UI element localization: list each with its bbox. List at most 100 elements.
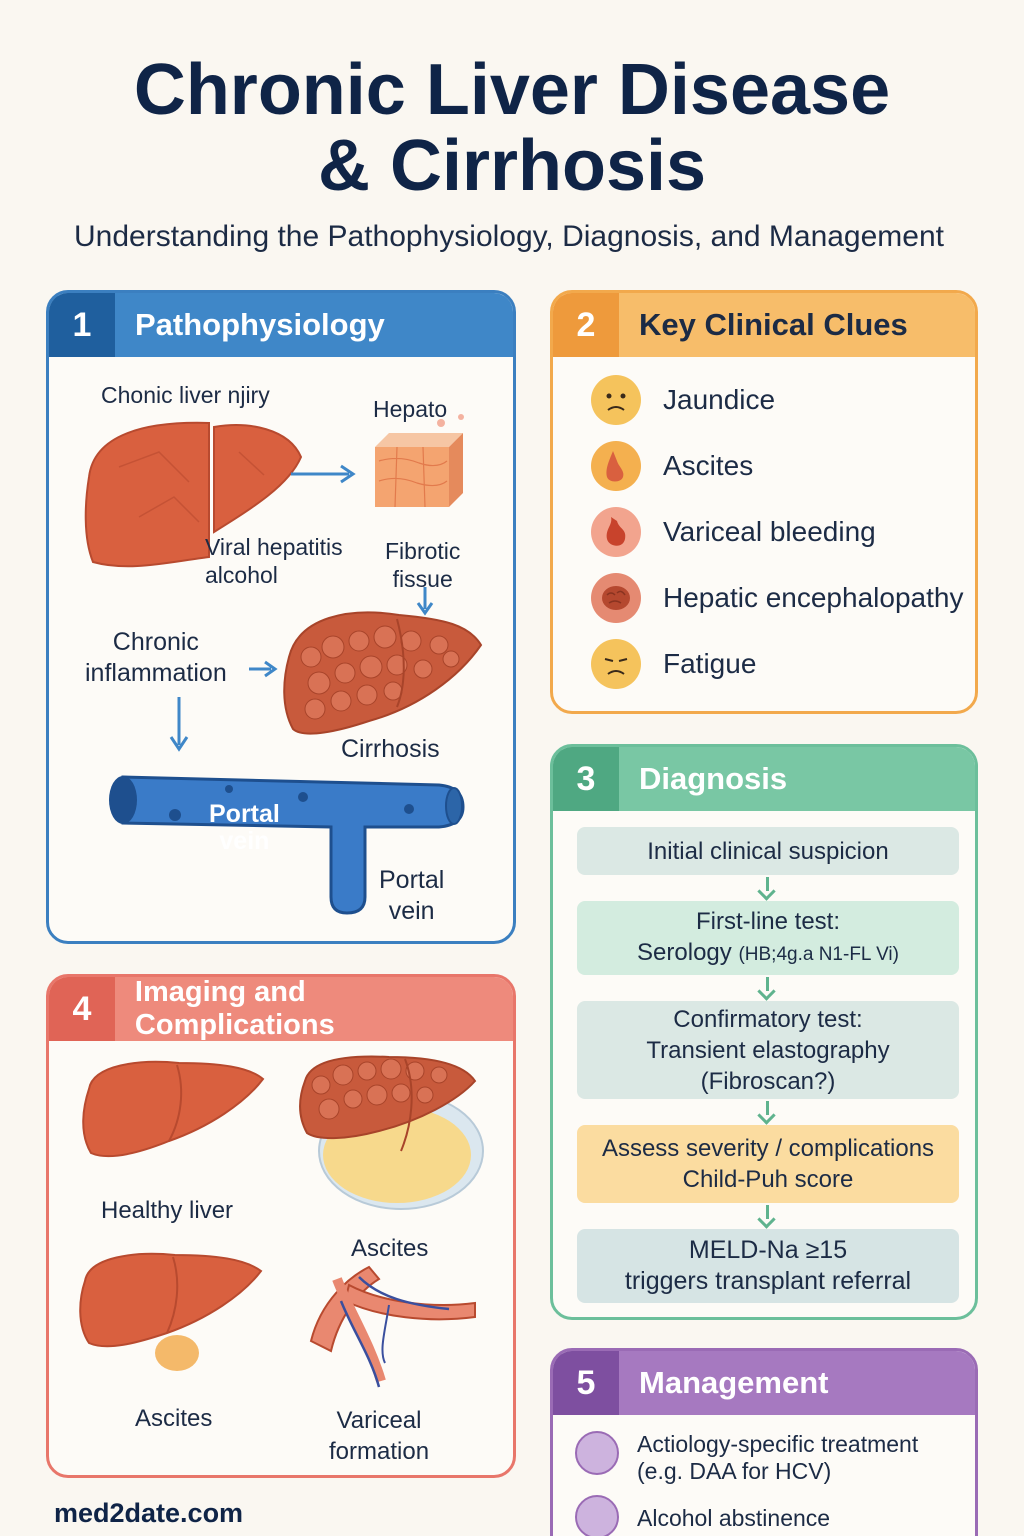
- step-line: Serology (HB;4g.a N1-FL Vi): [577, 937, 959, 970]
- label-cirrhosis: Cirrhosis: [341, 735, 440, 763]
- management-line: Alcohol abstinence: [637, 1505, 831, 1531]
- step-line: (Fibroscan?): [700, 1067, 836, 1095]
- label-causes: Viral hepatitis alcohol: [205, 533, 343, 589]
- section-number: 2: [553, 293, 619, 357]
- clue-item: Variceal bleeding: [591, 505, 876, 559]
- label-portal-vein-inner: Portal vein: [209, 801, 280, 855]
- section-title: Imaging and Complications: [134, 976, 335, 1041]
- ascites-liver-illustration: [299, 1055, 484, 1210]
- section-title: Diagnosis: [639, 761, 788, 796]
- site-footer[interactable]: med2date.com: [54, 1498, 244, 1528]
- label-variceal-2: formation: [329, 1438, 430, 1465]
- step-line: Transient elastography: [646, 1036, 890, 1064]
- section-number: 1: [49, 293, 115, 357]
- management-item: Actiology-specific treatment (e.g. DAA f…: [575, 1431, 918, 1485]
- management-header: 5 Management: [553, 1351, 975, 1415]
- page-title: Chronic Liver Disease & Cirrhosis: [0, 52, 1024, 204]
- label-fibrotic-1: Fibrotic: [385, 538, 461, 564]
- pathophysiology-illustration: [84, 414, 483, 915]
- label-variceal-1: Variceal: [336, 1407, 422, 1434]
- management-line: (e.g. DAA for HCV): [637, 1458, 832, 1484]
- label-inflammation-1: Chronic: [112, 628, 199, 656]
- clue-label: Ascites: [663, 450, 754, 481]
- section-title: Management: [639, 1365, 829, 1400]
- section-number: 3: [553, 747, 619, 811]
- tired-face-icon: [591, 639, 641, 689]
- label-fibrotic: Fibrotic fissue: [385, 537, 460, 593]
- label-portal-outer-2: vein: [388, 897, 435, 925]
- arrow-down-icon: [760, 1205, 774, 1227]
- pathophysiology-panel: 1 Pathophysiology: [46, 290, 516, 944]
- diagnosis-panel: 3 Diagnosis Initial clinical suspicion F…: [550, 744, 978, 1320]
- label-variceal: Variceal formation: [329, 1405, 429, 1467]
- sad-face-icon: [591, 375, 641, 425]
- clue-label: Jaundice: [663, 384, 776, 415]
- clue-item: Fatigue: [591, 637, 756, 691]
- diagnosis-step: MELD-Na ≥15 triggers transplant referral: [577, 1229, 959, 1303]
- diagnosis-step: First-line test: Serology (HB;4g.a N1-FL…: [577, 901, 959, 975]
- management-line: Actiology-specific treatment: [637, 1431, 919, 1457]
- step-line: MELD-Na ≥15: [688, 1236, 848, 1264]
- label-portal-vein-outer: Portal vein: [379, 865, 444, 927]
- diagnosis-step: Confirmatory test: Transient elastograph…: [577, 1001, 959, 1099]
- label-fibrotic-2: fissue: [392, 566, 453, 592]
- cirrhotic-liver-illustration: [283, 611, 483, 735]
- label-ascites-bottom: Ascites: [135, 1405, 213, 1432]
- step-line-detail: (HB;4g.a N1-FL Vi): [738, 944, 899, 965]
- section-title: Pathophysiology: [135, 307, 385, 342]
- liver-illustration: [84, 421, 303, 568]
- step-line: Child-Puh score: [682, 1166, 854, 1193]
- label-inflammation-2: inflammation: [85, 659, 227, 687]
- title-line-1: Chronic Liver Disease: [133, 50, 891, 130]
- section-number: 4: [49, 977, 115, 1041]
- section-number: 5: [553, 1351, 619, 1415]
- clue-label: Fatigue: [663, 648, 757, 679]
- clue-label: Variceal bleeding: [663, 516, 876, 547]
- step-line-main: Serology: [637, 939, 732, 966]
- label-portal-inner-1: Portal: [209, 800, 280, 828]
- step-line: Assess severity / complications: [601, 1135, 935, 1162]
- label-ascites-top: Ascites: [351, 1235, 429, 1262]
- label-alcohol: alcohol: [205, 562, 278, 588]
- diagnosis-step: Assess severity / complications Child-Pu…: [577, 1125, 959, 1203]
- clinical-clues-header: 2 Key Clinical Clues: [553, 293, 975, 357]
- variceal-vessel-illustration: [309, 1265, 476, 1388]
- brain-icon: [591, 573, 641, 623]
- step-line: Confirmatory test:: [673, 1005, 863, 1033]
- label-hepato: Hepato: [373, 396, 448, 422]
- arrow-down-icon: [416, 587, 434, 616]
- title-line-2: & Cirrhosis: [317, 126, 707, 206]
- step-line: First-line test:: [695, 908, 841, 935]
- imaging-panel: 4 Imaging and Complications: [46, 974, 516, 1478]
- management-text: Actiology-specific treatment (e.g. DAA f…: [637, 1431, 918, 1485]
- management-text: Alcohol abstinence: [637, 1495, 830, 1532]
- label-viral-hepatitis: Viral hepatitis: [205, 534, 343, 560]
- arrow-right-icon: [249, 660, 278, 678]
- arrow-down-icon: [760, 977, 774, 999]
- clue-label: Hepatic encephalopathy: [663, 582, 964, 613]
- section-title: Key Clinical Clues: [639, 307, 908, 342]
- step-line: Initial clinical suspicion: [647, 837, 889, 865]
- label-chronic-inflammation: Chronic inflammation: [85, 627, 227, 689]
- management-item: Alcohol abstinence: [575, 1495, 830, 1536]
- arrow-down-icon: [760, 877, 774, 899]
- portal-vein-illustration: [109, 775, 465, 915]
- arrow-down-icon: [169, 697, 189, 752]
- imaging-header: 4 Imaging and Complications: [49, 977, 513, 1041]
- label-chronic-injury: Chonic liver njiry: [101, 382, 270, 408]
- clue-item: Hepatic encephalopathy: [591, 571, 963, 625]
- label-portal-inner-2: vein: [219, 827, 270, 855]
- label-portal-outer-1: Portal: [379, 866, 445, 894]
- diagnosis-step: Initial clinical suspicion: [577, 827, 959, 875]
- pill-icon: [575, 1431, 619, 1475]
- clue-item: Ascites: [591, 439, 753, 493]
- ascites-liver-small-illustration: [79, 1252, 263, 1371]
- healthy-liver-illustration: [82, 1060, 265, 1158]
- stomach-icon: [591, 507, 641, 557]
- arrow-right-icon: [291, 464, 356, 484]
- management-panel: 5 Management Actiology-specific treatmen…: [550, 1348, 978, 1536]
- imaging-illustration: [79, 1055, 484, 1388]
- diagnosis-header: 3 Diagnosis: [553, 747, 975, 811]
- pathophysiology-header: 1 Pathophysiology: [49, 293, 513, 357]
- arrow-down-icon: [760, 1101, 774, 1123]
